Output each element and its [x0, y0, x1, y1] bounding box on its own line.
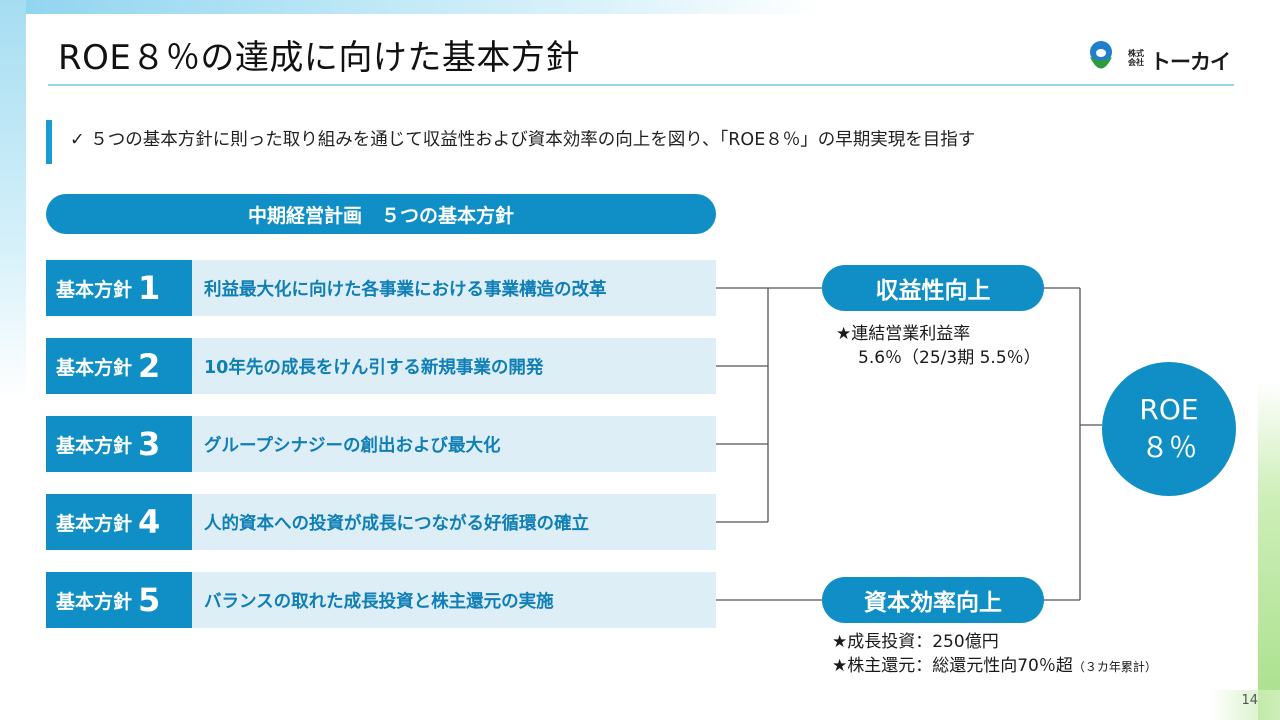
profitability-goal: 収益性向上 — [822, 265, 1044, 311]
policy-label: 基本方針 — [56, 590, 133, 613]
policy-tag: 基本方針 4 — [46, 494, 192, 550]
policy-row: 基本方針 2 10年先の成長をけん引する新規事業の開発 — [46, 338, 716, 394]
decorative-left-wash — [0, 0, 26, 400]
policy-tag: 基本方針 3 — [46, 416, 192, 472]
title-divider — [48, 84, 1234, 86]
policy-text: 10年先の成長をけん引する新規事業の開発 — [192, 338, 716, 394]
company-logo: 株式会社 トーカイ — [1086, 40, 1231, 80]
policy-row: 基本方針 1 利益最大化に向けた各事業における事業構造の改革 — [46, 260, 716, 316]
policy-label: 基本方針 — [56, 512, 133, 535]
capital-efficiency-goal: 資本効率向上 — [822, 577, 1044, 623]
policy-text: 人的資本への投資が成長につながる好循環の確立 — [192, 494, 716, 550]
page-number: 14 — [1241, 693, 1258, 708]
policy-number: 2 — [138, 347, 161, 385]
logo-company-name: トーカイ — [1150, 50, 1231, 74]
policy-text: 利益最大化に向けた各事業における事業構造の改革 — [192, 260, 716, 316]
policy-row: 基本方針 4 人的資本への投資が成長につながる好循環の確立 — [46, 494, 716, 550]
shareholder-return-period: （３カ年累計） — [1072, 660, 1157, 674]
lead-accent-bar — [46, 120, 52, 164]
profitability-note: ★連結営業利益率 5.6％（25/3期 5.5％） — [836, 322, 1041, 370]
policy-text: バランスの取れた成長投資と株主還元の実施 — [192, 572, 716, 628]
decorative-bottom-wash — [1210, 690, 1280, 720]
growth-investment-note: ★成長投資：250億円 — [832, 632, 999, 652]
profitability-note-value: 5.6％（25/3期 5.5％） — [858, 348, 1041, 368]
lead-statement: ✓ ５つの基本方針に則った取り組みを通じて収益性および資本効率の向上を図り、「R… — [70, 130, 976, 150]
policy-text: グループシナジーの創出および最大化 — [192, 416, 716, 472]
policy-label: 基本方針 — [56, 434, 133, 457]
roe-target-circle: ROE ８％ — [1102, 362, 1236, 496]
plan-header: 中期経営計画 ５つの基本方針 — [46, 194, 716, 234]
profitability-note-title: ★連結営業利益率 — [836, 324, 971, 344]
page-title: ROE８％の達成に向けた基本方針 — [58, 38, 580, 78]
policy-label: 基本方針 — [56, 278, 133, 301]
policy-row: 基本方針 3 グループシナジーの創出および最大化 — [46, 416, 716, 472]
decorative-top-wash — [0, 0, 820, 14]
policy-number: 3 — [138, 425, 161, 463]
policy-number: 5 — [138, 581, 161, 619]
policy-row: 基本方針 5 バランスの取れた成長投資と株主還元の実施 — [46, 572, 716, 628]
roe-label: ROE — [1139, 393, 1199, 426]
roe-value: ８％ — [1140, 431, 1197, 464]
policy-number: 1 — [138, 269, 161, 307]
logo-company-type: 株式会社 — [1128, 49, 1144, 67]
decorative-right-wash — [1258, 380, 1280, 720]
shareholder-return-note: ★株主還元：総還元性向70％超（３カ年累計） — [832, 654, 1157, 679]
shareholder-return-text: ★株主還元：総還元性向70％超 — [832, 656, 1073, 676]
policy-label: 基本方針 — [56, 356, 133, 379]
policy-tag: 基本方針 1 — [46, 260, 192, 316]
policy-tag: 基本方針 2 — [46, 338, 192, 394]
policy-number: 4 — [138, 503, 161, 541]
logo-mark-icon — [1090, 41, 1112, 69]
capital-efficiency-note: ★成長投資：250億円 ★株主還元：総還元性向70％超（３カ年累計） — [832, 630, 1157, 679]
policy-tag: 基本方針 5 — [46, 572, 192, 628]
